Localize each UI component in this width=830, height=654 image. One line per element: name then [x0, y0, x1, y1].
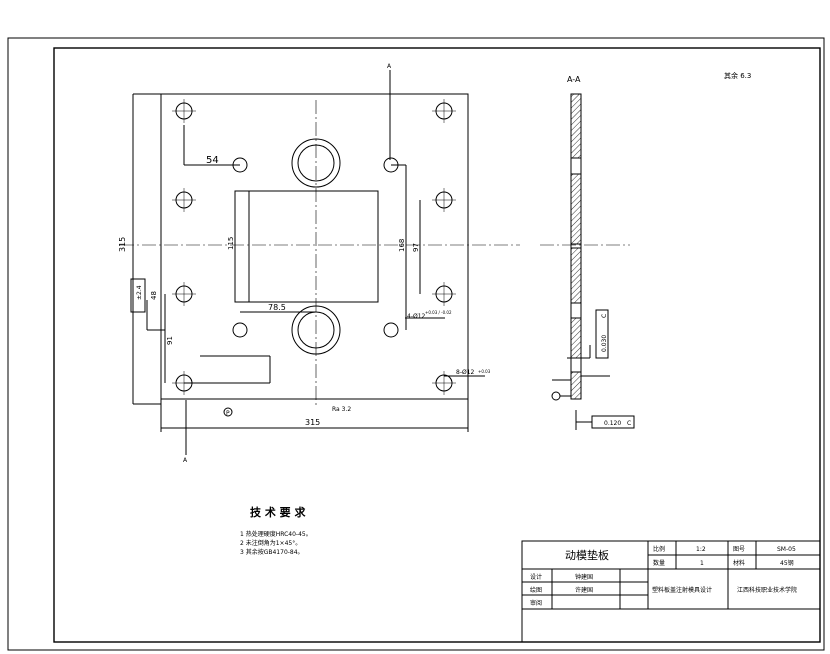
bore-top-inner: [297, 144, 335, 182]
ref-circle-front: [223, 407, 233, 417]
drawing-no-label: 图号: [733, 546, 745, 553]
small-hole-4: [383, 322, 399, 338]
design-name: 钟建国: [575, 573, 593, 581]
flatness-value-2: 0.120: [604, 420, 621, 427]
drawing-no-value: SM-05: [777, 546, 796, 553]
datum-box-text: ±2.4: [136, 285, 143, 300]
central-recess: [234, 190, 379, 303]
tech-item-2: 2 未注倒角为1×45°。: [240, 539, 301, 547]
section-view: [540, 93, 630, 430]
datum-letter-1: C: [601, 314, 608, 318]
section-title: A-A: [567, 75, 581, 84]
plate-outline: [160, 93, 469, 400]
hole-callout-small: 4-Ø12: [407, 313, 426, 320]
flatness-frame-2: [591, 415, 635, 429]
dim-115: 115: [227, 237, 235, 250]
ratio-value: 1:2: [696, 546, 706, 553]
part-name: 动模垫板: [565, 548, 609, 562]
cut-mark-top: A: [387, 63, 392, 70]
inner-border: [53, 47, 821, 643]
dim-97: 97: [412, 243, 420, 252]
tech-title: 技 术 要 求: [250, 505, 306, 519]
school-name: 江西科技职业技术学院: [737, 586, 797, 594]
ref-mark-front: P: [226, 410, 230, 417]
dim-91: 91: [166, 336, 174, 345]
title-block: [521, 540, 821, 643]
dim-54: 54: [206, 155, 219, 166]
datum-box-left: [130, 278, 146, 313]
flatness-frame-1: [595, 309, 609, 359]
material-label: 材料: [733, 559, 745, 567]
ref-circle-section: [551, 391, 561, 401]
review-label: 审阅: [530, 599, 542, 607]
hole-callout-small-tol: +0.03 / -0.02: [425, 310, 452, 315]
bore-bottom-outer: [291, 305, 341, 355]
design-label: 设计: [530, 573, 542, 581]
roughness-note: Ra 3.2: [332, 406, 351, 413]
dim-48: 48: [150, 291, 158, 300]
flatness-value-1: 0.030: [601, 335, 608, 352]
bore-top-outer: [291, 138, 341, 188]
dim-168: 168: [398, 239, 406, 252]
hole-callout-big-tol: +0.03: [478, 369, 491, 374]
dim-315-bottom: 315: [305, 418, 320, 427]
roughness-all: 其余 6.3: [724, 71, 751, 80]
datum-letter-2: C: [627, 420, 631, 427]
dim-315-left: 315: [118, 237, 127, 252]
tech-item-3: 3 其余按GB4170-84。: [240, 548, 304, 556]
cut-mark-bottom: A: [183, 457, 188, 464]
dim-78-5: 78.5: [268, 303, 286, 312]
qty-label: 数量: [653, 559, 665, 567]
ratio-label: 比例: [653, 545, 665, 553]
tech-item-1: 1 热处理硬度HRC40-45。: [240, 530, 312, 538]
project-name: 塑料板盖注射模具设计: [652, 586, 712, 594]
material-value: 45钢: [780, 559, 794, 567]
small-hole-3: [232, 322, 248, 338]
hole-callout-big: 8-Ø12: [456, 369, 475, 376]
front-view: [120, 70, 520, 455]
qty-value: 1: [700, 560, 704, 567]
draw-name: 许建国: [575, 586, 593, 594]
draw-label: 绘图: [530, 586, 542, 594]
outer-border: [7, 37, 825, 651]
